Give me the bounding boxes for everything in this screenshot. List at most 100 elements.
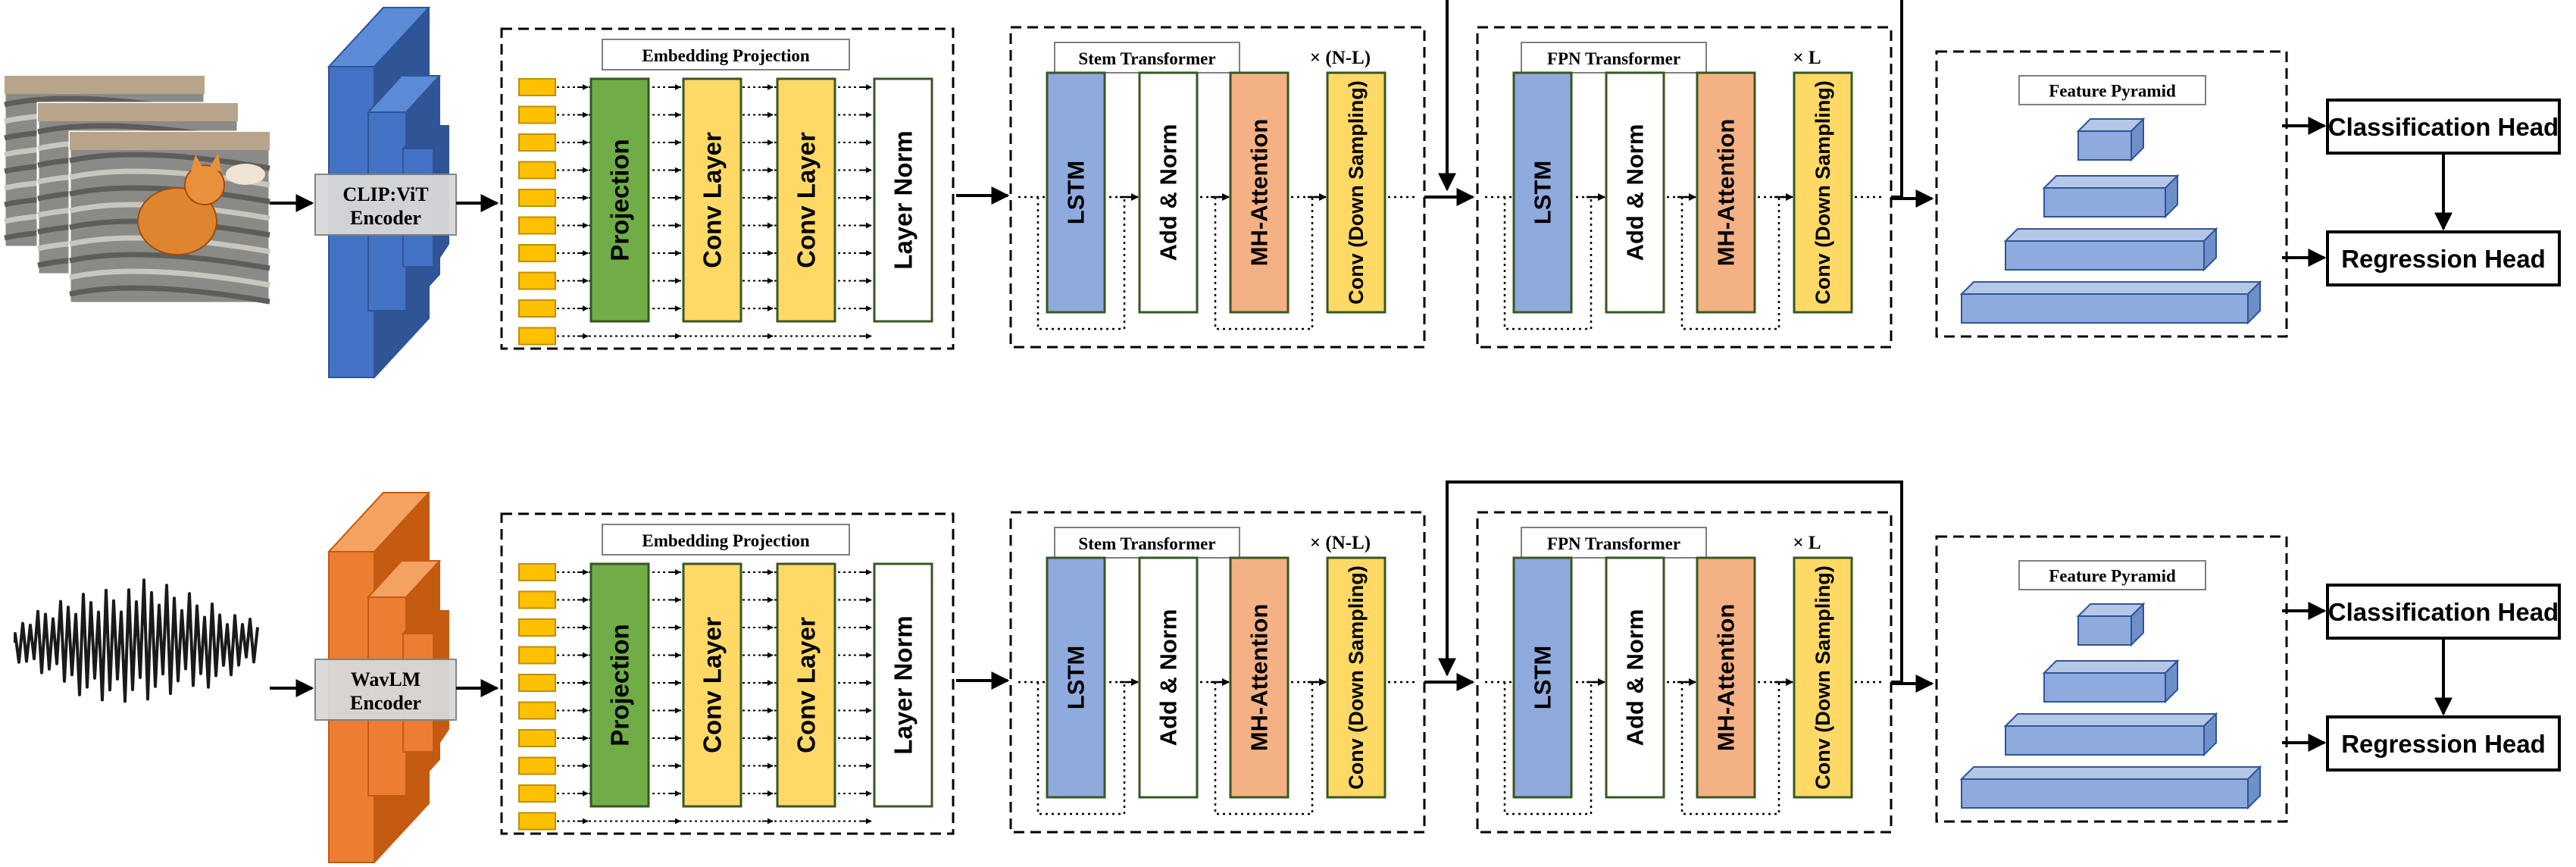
fpn-attention-block-label: MH-Attention: [1713, 604, 1740, 752]
fpn-title: FPN Transformer: [1547, 49, 1680, 68]
fpn-repeat: × L: [1793, 533, 1821, 553]
fpn-add_norm-block: [1605, 556, 1665, 799]
pyramid-container: [1935, 535, 2288, 823]
token-7: [518, 729, 556, 747]
token-3: [518, 133, 556, 152]
pyramid-title: Feature Pyramid: [2049, 81, 2176, 100]
pyramid-level-1: [2077, 615, 2132, 646]
token-4: [518, 161, 556, 180]
classification-head: [2326, 584, 2561, 640]
token-10: [518, 327, 556, 346]
token-9: [518, 784, 556, 803]
stem-add_norm-block-label: Add & Norm: [1155, 609, 1182, 746]
stem-lstm-block: [1046, 71, 1106, 314]
token-2: [518, 590, 556, 609]
layer-norm-block: [873, 562, 933, 808]
fpn-attention-block-label: MH-Attention: [1713, 119, 1740, 267]
fpn-conv-block: [1793, 71, 1853, 314]
audio-waveform: [14, 578, 259, 703]
token-8: [518, 756, 556, 775]
stem-conv-block-label: Conv (Down Sampling): [1345, 565, 1368, 789]
projection-block-label: Projection: [606, 139, 634, 261]
cat-head: [184, 164, 225, 205]
fpn-attention-block: [1696, 71, 1756, 314]
pyramid-title-frame: [2018, 75, 2206, 105]
regression-head: [2326, 715, 2561, 772]
stem-add_norm-block: [1138, 556, 1199, 799]
token-6: [518, 216, 556, 235]
projection-block: [589, 562, 650, 808]
stem-conv-block-label: Conv (Down Sampling): [1345, 80, 1368, 304]
pyramid-level-top: [2003, 713, 2218, 727]
layer-norm-block: [873, 77, 933, 323]
fpn-lstm-block: [1512, 556, 1573, 799]
rows-layer: CLIP:ViT Encoder Embedding ProjectionProje…: [3, 0, 2561, 863]
fpn-container: [1476, 511, 1893, 834]
pyramid-level-3: [2005, 240, 2205, 271]
stem-add_norm-block-label: Add & Norm: [1155, 124, 1182, 261]
stem-attention-block-label: MH-Attention: [1246, 119, 1273, 267]
encoder-mid-top: [366, 75, 442, 113]
encoder-label-line1: CLIP:ViT: [342, 183, 428, 205]
conv-layer-1: [682, 562, 742, 808]
stem-title: Stem Transformer: [1078, 534, 1215, 553]
embedding-title-frame: [602, 39, 850, 70]
token-5: [518, 674, 556, 692]
token-7: [518, 244, 556, 262]
stem-repeat: × (N-L): [1310, 533, 1371, 553]
fpn-lstm-block-label: LSTM: [1530, 646, 1556, 709]
pyramid-level-top: [1959, 766, 2262, 780]
encoder-mid-top: [366, 560, 442, 598]
pyramid-level-top: [2042, 175, 2180, 189]
regression-head-label: Regression Head: [2341, 245, 2546, 273]
stem-lstm-block-label: LSTM: [1063, 646, 1089, 709]
fpn-title-frame: [1521, 527, 1707, 559]
conv-layer-2-label: Conv Layer: [792, 617, 821, 753]
image-top-band: [38, 103, 238, 121]
layer-norm-block-label: Layer Norm: [889, 615, 918, 754]
token-1: [518, 78, 556, 96]
pyramid-level-2: [2043, 672, 2166, 703]
embedding-title: Embedding Projection: [642, 46, 809, 65]
stem-container: [1009, 511, 1426, 834]
conv-layer-2: [776, 77, 836, 323]
stem-title-frame: [1054, 42, 1240, 74]
stem-container: [1009, 26, 1426, 349]
stem-title: Stem Transformer: [1078, 49, 1215, 68]
hand: [226, 164, 265, 185]
conv-layer-2: [776, 562, 836, 808]
cat-ear: [191, 155, 203, 171]
stem-attention-block: [1229, 71, 1290, 314]
cat-body: [137, 187, 217, 255]
regression-head: [2326, 230, 2561, 286]
encoder-label-line2: Encoder: [350, 692, 421, 714]
pyramid-title: Feature Pyramid: [2049, 566, 2176, 585]
classification-head-label: Classification Head: [2328, 113, 2559, 141]
fpn-add_norm-block: [1605, 71, 1665, 314]
stem-conv-block: [1326, 556, 1386, 799]
token-9: [518, 299, 556, 318]
stem-attention-block-label: MH-Attention: [1246, 604, 1273, 752]
image-fabric-stripe: [69, 152, 270, 171]
layer-norm-block-label: Layer Norm: [889, 130, 918, 269]
image-top-band: [5, 76, 205, 94]
encoder-label-box: [314, 174, 457, 236]
embedding-title-frame: [602, 524, 850, 556]
fpn-title: FPN Transformer: [1547, 534, 1680, 553]
fpn-add_norm-block-label: Add & Norm: [1622, 124, 1649, 261]
fpn-attention-block: [1696, 556, 1756, 799]
pyramid-level-top: [2003, 228, 2218, 242]
stem-add_norm-block: [1138, 71, 1199, 314]
conv-layer-2-label: Conv Layer: [792, 132, 821, 268]
fpn-add_norm-block-label: Add & Norm: [1622, 609, 1649, 746]
fpn-lstm-block: [1512, 71, 1573, 314]
pyramid-level-4: [1961, 778, 2249, 809]
pyramid-title-frame: [2018, 560, 2206, 590]
fpn-conv-block: [1793, 556, 1853, 799]
pyramid-level-2: [2043, 187, 2166, 218]
stem-lstm-block-label: LSTM: [1063, 161, 1089, 224]
stem-lstm-block: [1046, 556, 1106, 799]
pyramid-level-3: [2005, 725, 2205, 756]
pyramid-level-1: [2077, 130, 2132, 161]
